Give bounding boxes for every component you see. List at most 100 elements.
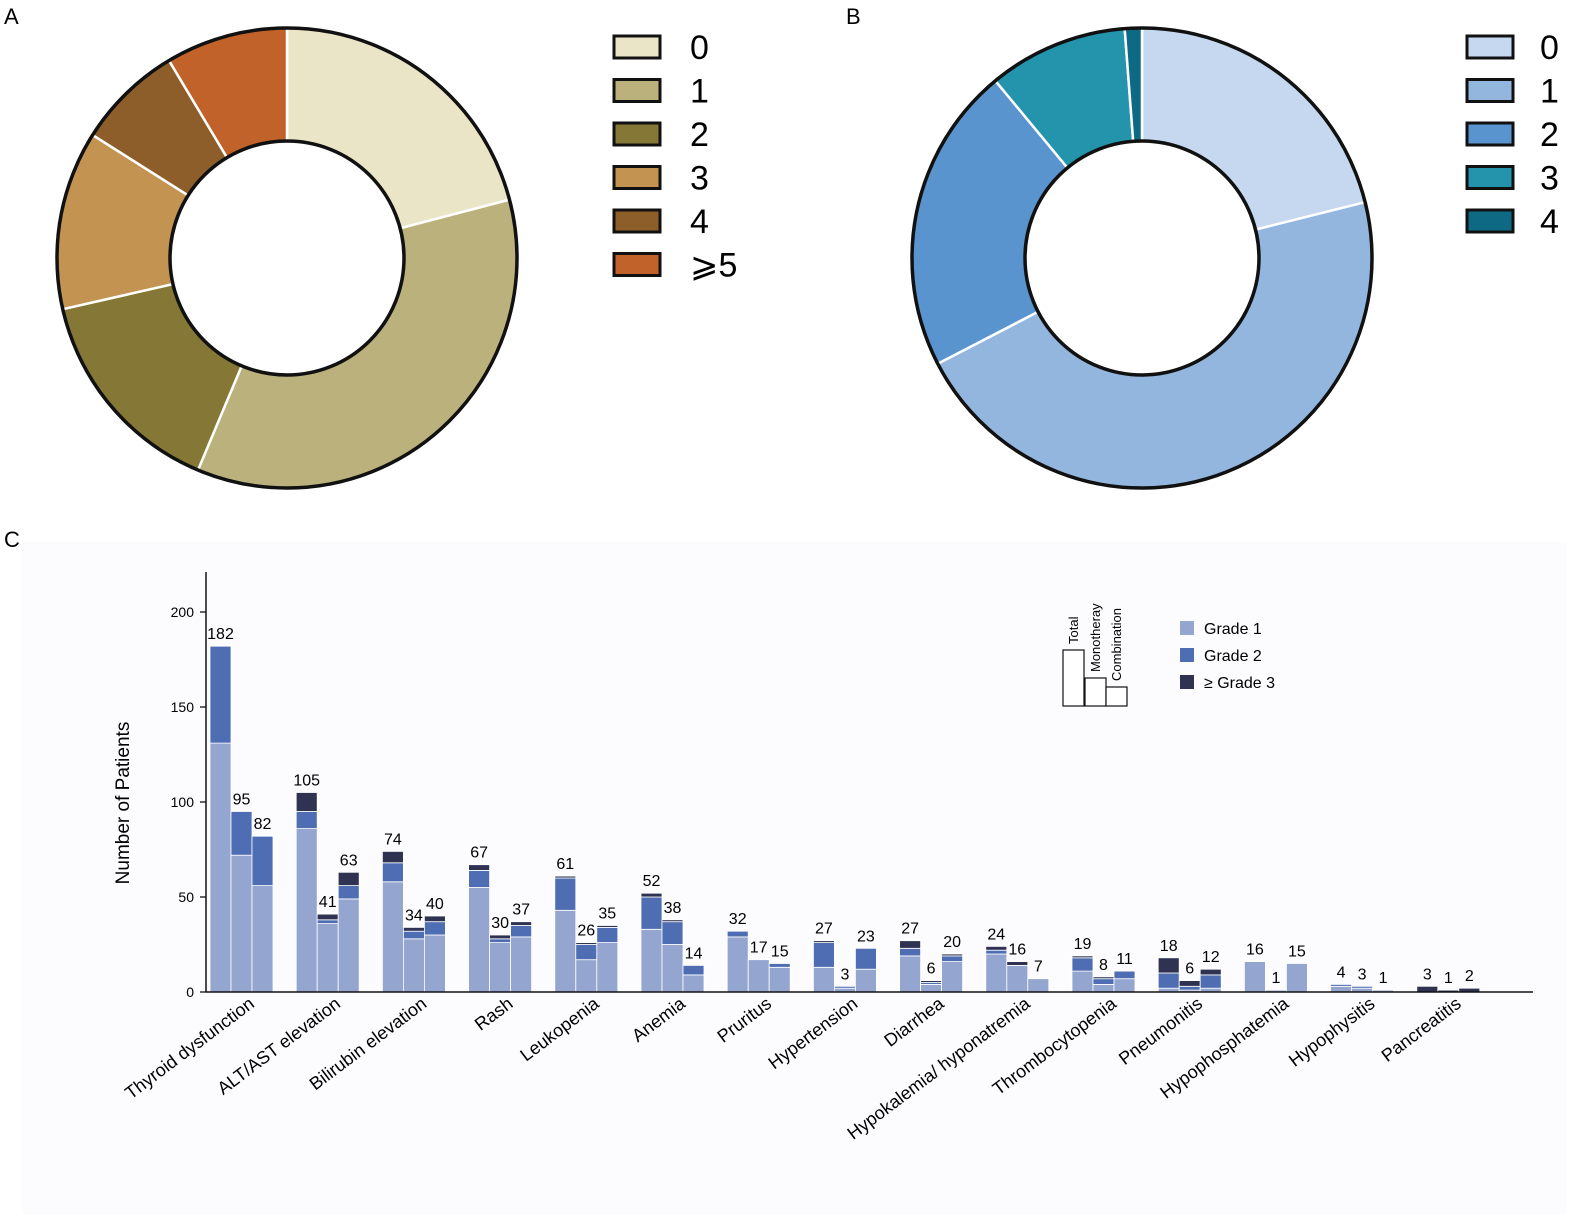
y-tick-label: 200 — [171, 604, 195, 620]
legend-entry: ⩾5 — [690, 247, 737, 285]
y-tick-label: 0 — [186, 984, 194, 1000]
bar-total-label: 61 — [556, 856, 574, 873]
bar-segment-1 — [554, 909, 577, 993]
bar-segment-2 — [468, 870, 491, 888]
bars: 1829582105416374344067303761263552381432… — [207, 626, 1481, 993]
bar-segment-2 — [554, 877, 577, 911]
bar-segment-3 — [596, 925, 619, 928]
bar-segment-3 — [295, 792, 318, 812]
bar-segment-3 — [1092, 976, 1115, 980]
bar-segment-3 — [1157, 957, 1180, 974]
legend-entry: Grade 2 — [1204, 648, 1262, 665]
bar-segment-2 — [1071, 957, 1094, 972]
bar-segment-1 — [640, 928, 663, 993]
key-bar-label: Total — [1066, 616, 1081, 644]
bar-total-label: 3 — [840, 966, 849, 983]
bar-segment-1 — [575, 959, 598, 993]
bar-segment-2 — [209, 645, 232, 744]
bar-segment-3 — [1199, 968, 1222, 976]
legend-entry: 2 — [690, 116, 709, 154]
bar-segment-1 — [682, 974, 705, 993]
bar-segment-3 — [402, 927, 425, 932]
donut-chart-b — [910, 26, 1374, 490]
bar-segment-1 — [1027, 978, 1050, 993]
bar-total-label: 6 — [1185, 961, 1194, 978]
bar-segment-3 — [920, 980, 942, 983]
donut-outer-ring — [910, 26, 1374, 490]
bar-segment-3 — [468, 864, 491, 871]
bar-total-label: 24 — [987, 926, 1005, 943]
bar-segment-1 — [1330, 985, 1352, 993]
legend-entry: 3 — [690, 160, 709, 198]
bar-segment-2 — [899, 947, 921, 957]
bar-segment-2 — [251, 835, 274, 887]
bar-total-label: 17 — [750, 940, 768, 957]
panel-label-b: B — [846, 4, 861, 29]
bar-segment-1 — [985, 953, 1008, 993]
bar-segment-1 — [920, 984, 942, 993]
legend-swatch — [1180, 621, 1194, 635]
legend-entry: 1 — [690, 73, 709, 111]
bar-segment-2 — [682, 965, 705, 976]
legend-entry: 2 — [1540, 116, 1559, 154]
legend-swatch — [1180, 648, 1194, 662]
bar-segment-1 — [1071, 970, 1094, 993]
bar-total-label: 82 — [254, 816, 272, 833]
bar-total-label: 6 — [927, 961, 936, 978]
bar-segment-3 — [554, 875, 577, 879]
bar-segment-3 — [640, 892, 663, 898]
bar-segment-1 — [813, 966, 835, 993]
bar-segment-3 — [381, 851, 404, 864]
bar-total-label: 63 — [340, 852, 358, 869]
key-bar-label: Combination — [1109, 608, 1124, 681]
panel-label-a: A — [4, 4, 19, 29]
bar-total-label: 38 — [664, 900, 682, 917]
bar-total-label: 3 — [1423, 966, 1432, 983]
bar-segment-1 — [941, 961, 963, 993]
legend-entry: 0 — [690, 29, 709, 67]
y-tick-label: 100 — [171, 794, 195, 810]
bar-segment-2 — [381, 862, 404, 883]
bar-segment-2 — [510, 925, 533, 938]
bar-segment-3 — [337, 871, 360, 886]
bar-segment-2 — [640, 896, 663, 930]
legend-entry: ≥ Grade 3 — [1204, 675, 1275, 692]
key-bar-total — [1062, 649, 1085, 707]
bar-total-label: 41 — [319, 894, 337, 911]
bar-total-label: 16 — [1246, 942, 1264, 959]
legend-swatch — [1465, 34, 1515, 60]
bar-segment-3 — [1006, 961, 1029, 966]
bar-segment-2 — [596, 927, 619, 944]
bar-segment-2 — [985, 949, 1008, 955]
bar-segment-2 — [726, 930, 749, 938]
legend-swatch — [1465, 121, 1515, 147]
bar-segment-1 — [230, 854, 253, 993]
bar-total-label: 2 — [1465, 968, 1474, 985]
bar-segment-1 — [423, 934, 446, 993]
bar-total-label: 95 — [233, 792, 251, 809]
bar-segment-1 — [316, 923, 339, 993]
bar-segment-2 — [1199, 974, 1222, 989]
bar-segment-1 — [209, 742, 232, 993]
y-axis-title: Number of Patients — [113, 722, 134, 885]
bar-segment-2 — [768, 963, 791, 968]
legend-entry: 1 — [1540, 73, 1559, 111]
bar-total-label: 26 — [577, 923, 595, 940]
legend-swatch — [612, 208, 662, 234]
bar-total-label: 30 — [491, 915, 509, 932]
bar-segment-2 — [1157, 972, 1180, 989]
bar-segment-2 — [1092, 978, 1115, 985]
bar-segment-3 — [661, 919, 684, 923]
bar-total-label: 15 — [1288, 944, 1306, 961]
bar-segment-2 — [834, 985, 856, 989]
legend-entry: Grade 1 — [1204, 621, 1262, 638]
bar-segment-3 — [316, 913, 339, 921]
bar-segment-1 — [337, 898, 360, 993]
bar-total-label: 8 — [1099, 957, 1108, 974]
legend-swatch — [612, 165, 662, 190]
bar-total-label: 27 — [815, 921, 833, 938]
